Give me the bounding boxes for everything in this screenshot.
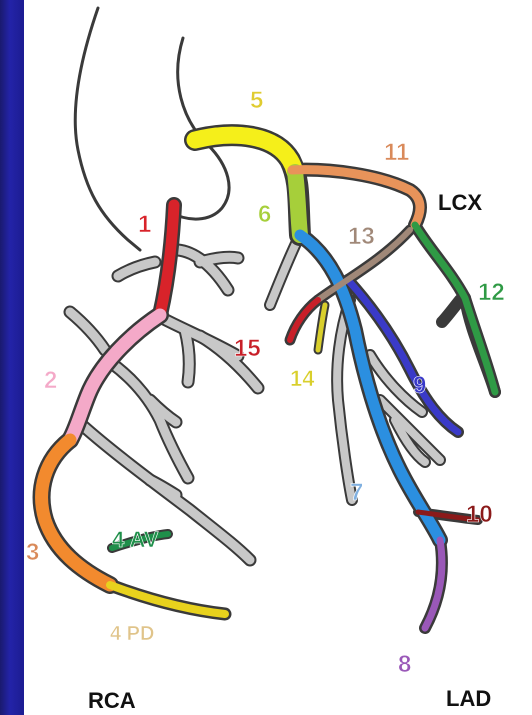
segment-5 — [195, 135, 295, 172]
segment-8 — [425, 540, 442, 628]
label-12: 12 — [478, 279, 505, 306]
label-4av: 4 AV — [112, 527, 159, 552]
label-lad: LAD — [446, 686, 491, 711]
label-4pd: 4 PD — [110, 623, 154, 645]
segment-11 — [292, 170, 420, 225]
label-14: 14 — [290, 366, 315, 391]
label-6: 6 — [258, 201, 271, 228]
label-13: 13 — [348, 223, 375, 250]
diagram-panel: 1 2 3 4 AV 4 PD 5 6 7 8 9 10 11 12 13 14… — [24, 0, 532, 715]
label-15: 15 — [234, 335, 261, 362]
label-9: 9 — [413, 372, 426, 399]
label-8: 8 — [398, 651, 411, 678]
label-7: 7 — [350, 479, 363, 506]
label-1: 1 — [138, 211, 151, 238]
label-10: 10 — [466, 501, 493, 528]
label-3: 3 — [26, 539, 39, 566]
coronary-artery-diagram: 1 2 3 4 AV 4 PD 5 6 7 8 9 10 11 12 13 14… — [24, 0, 532, 715]
label-2: 2 — [44, 367, 57, 394]
label-11: 11 — [384, 139, 409, 166]
label-lcx: LCX — [438, 190, 482, 215]
label-5: 5 — [250, 87, 263, 114]
segment-6 — [295, 172, 300, 235]
label-rca: RCA — [88, 688, 136, 713]
